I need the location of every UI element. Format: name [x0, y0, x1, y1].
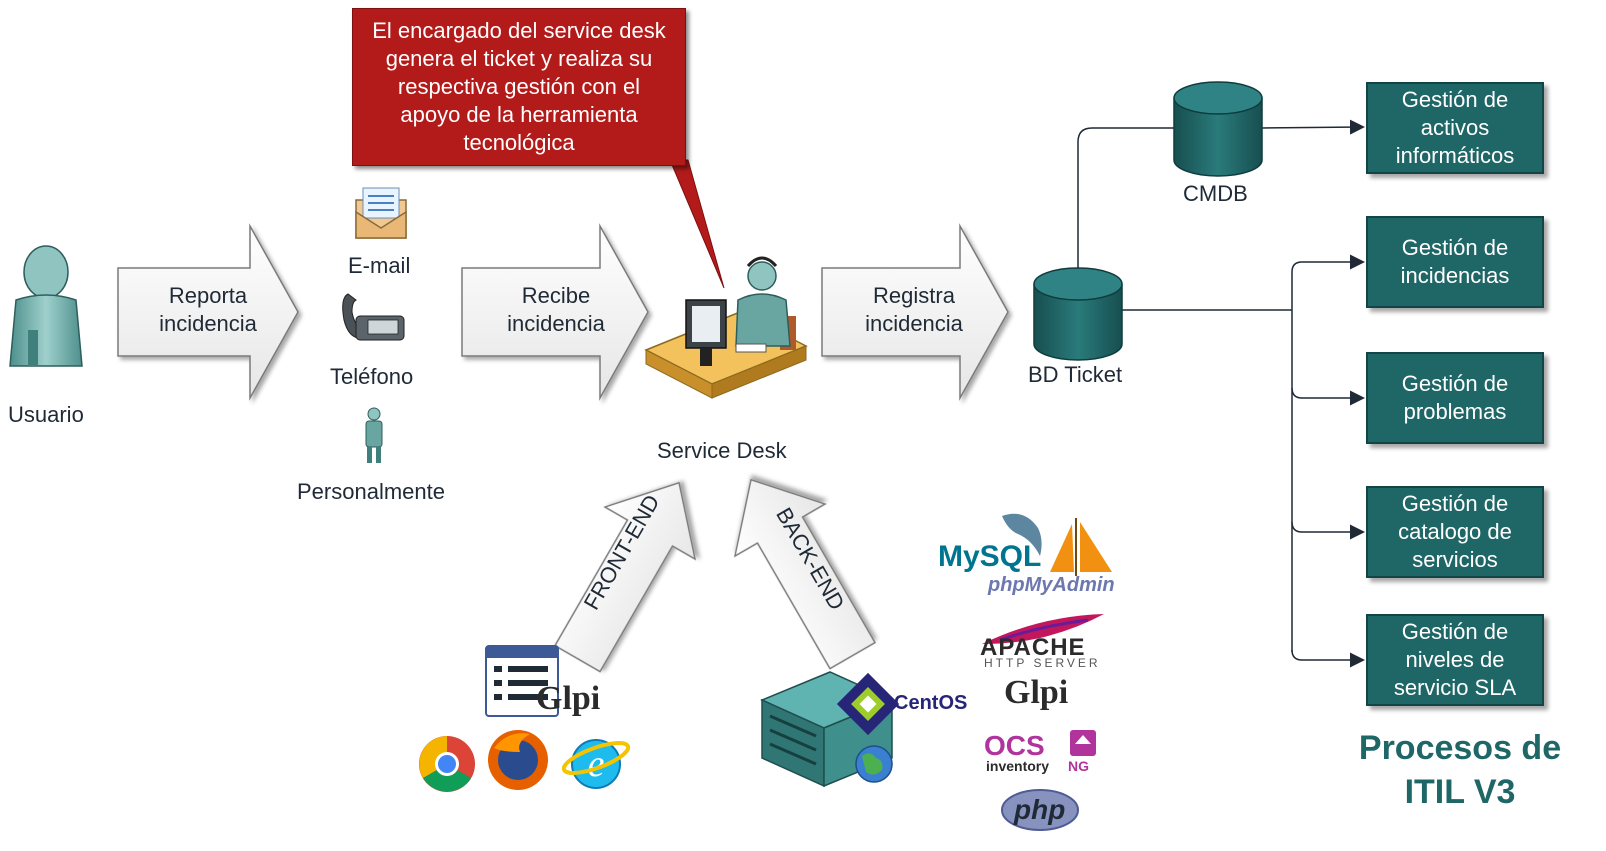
procesos-itil-title: Procesos de ITIL V3 — [1340, 726, 1580, 814]
itil-gestion-activos: Gestión de activos informáticos — [1366, 82, 1544, 174]
email-label: E-mail — [348, 253, 411, 278]
itil-box-line: Gestión de — [1401, 371, 1509, 396]
telefono-label: Teléfono — [330, 364, 414, 389]
itil-box-line: servicio SLA — [1393, 675, 1517, 700]
usuario-person-icon — [9, 245, 83, 367]
itil-box-line: servicios — [1412, 547, 1498, 572]
arrow-recibe — [461, 223, 649, 401]
itil-gestion-problemas: Gestión de problemas — [1366, 352, 1544, 444]
itil-box-line: activos — [1420, 115, 1490, 140]
itil-box-line: informáticos — [1395, 143, 1515, 168]
arrow-label-line: incidencia — [159, 311, 257, 336]
firefox-icon — [488, 730, 548, 790]
bd-ticket-label: BD Ticket — [1028, 362, 1123, 387]
php-logo-text: php — [1014, 794, 1066, 825]
itil-box-line: Gestión de — [1401, 619, 1509, 644]
callout-line: respectiva gestión con el — [397, 74, 641, 99]
connector-catalogo — [1291, 521, 1365, 540]
service-desk-agent-icon — [644, 256, 808, 399]
ocs-inventory-icon — [1070, 730, 1096, 756]
php-logo-icon — [1001, 789, 1079, 831]
arrow-label-line: incidencia — [507, 311, 605, 336]
itil-gestion-catalogo: Gestión de catalogo de servicios — [1366, 486, 1544, 578]
arrow-front-end — [553, 481, 697, 673]
svg-text:e: e — [588, 743, 605, 785]
itil-box-line: catalogo de — [1398, 519, 1512, 544]
callout-pointer — [669, 159, 725, 289]
arrow-reporta — [117, 223, 299, 401]
connector-cmdb — [1077, 127, 1176, 268]
title-line: ITIL V3 — [1404, 773, 1516, 811]
arrow-label-line: Recibe — [521, 283, 591, 308]
person-standing-icon — [365, 407, 383, 463]
itil-box-line: Gestión de — [1401, 235, 1509, 260]
connector-sla — [1291, 649, 1365, 668]
arrow-back-end — [733, 478, 877, 670]
itil-box-line: Gestión de — [1401, 491, 1509, 516]
internet-explorer-icon: e — [561, 739, 631, 789]
connector-incidencias — [1291, 254, 1365, 273]
mysql-logo-text: MySQL — [938, 540, 1042, 573]
telephone-icon — [342, 293, 405, 341]
cmdb-database-icon — [1173, 81, 1263, 177]
cmdb-label: CMDB — [1183, 181, 1248, 206]
apache-sub-logo-text: HTTP SERVER — [984, 656, 1101, 670]
arrow-label-line: incidencia — [865, 311, 963, 336]
arrow-reporta-label: Reporta incidencia — [140, 282, 276, 338]
itil-box-line: niveles de — [1405, 647, 1505, 672]
personalmente-label: Personalmente — [297, 479, 445, 504]
arrow-recibe-label: Recibe incidencia — [488, 282, 624, 338]
itil-box-line: incidencias — [1400, 263, 1510, 288]
callout-line: tecnológica — [463, 130, 575, 155]
connector-problemas — [1291, 387, 1365, 406]
centos-logo-icon — [836, 672, 900, 736]
ocs-ng-logo-text: NG — [1068, 758, 1089, 774]
glpi-document-icon — [485, 645, 559, 717]
usuario-label: Usuario — [8, 402, 84, 427]
arrow-label-line: Registra — [873, 283, 955, 308]
arrow-registra-label: Registra incidencia — [846, 282, 982, 338]
itil-gestion-sla: Gestión de niveles de servicio SLA — [1366, 614, 1544, 706]
arrow-registra — [821, 223, 1009, 401]
itil-box-line: problemas — [1403, 399, 1507, 424]
apache-feather-icon — [982, 614, 1104, 644]
phpmyadmin-sail-icon — [1050, 518, 1112, 576]
itil-box-line: Gestión de — [1401, 87, 1509, 112]
glpi-front-logo-text: Glpi — [536, 680, 601, 717]
connector-activos — [1261, 119, 1365, 135]
chrome-icon — [419, 736, 475, 792]
callout-line: El encargado del service desk — [372, 18, 666, 43]
service-desk-callout: El encargado del service desk genera el … — [352, 8, 686, 166]
mysql-dolphin-icon — [1002, 513, 1042, 556]
glpi-back-logo-text: Glpi — [1004, 674, 1069, 711]
title-line: Procesos de — [1358, 729, 1562, 767]
callout-line: genera el ticket y realiza su — [385, 46, 653, 71]
globe-icon — [855, 745, 893, 783]
callout-line: apoyo de la herramienta — [400, 102, 638, 127]
phpmyadmin-logo-text: phpMyAdmin — [988, 574, 1115, 596]
ocs-logo-text: OCS — [984, 730, 1045, 761]
itil-gestion-incidencias: Gestión de incidencias — [1366, 216, 1544, 308]
ocs-inventory-logo-text: inventory — [986, 758, 1050, 774]
centos-logo-text: CentOS — [894, 692, 968, 714]
arrow-label-line: Reporta — [168, 283, 248, 308]
email-envelope-icon — [355, 187, 407, 239]
bd-ticket-database-icon — [1033, 267, 1123, 361]
service-desk-label: Service Desk — [657, 438, 787, 463]
apache-logo-text: APACHE — [980, 634, 1086, 661]
